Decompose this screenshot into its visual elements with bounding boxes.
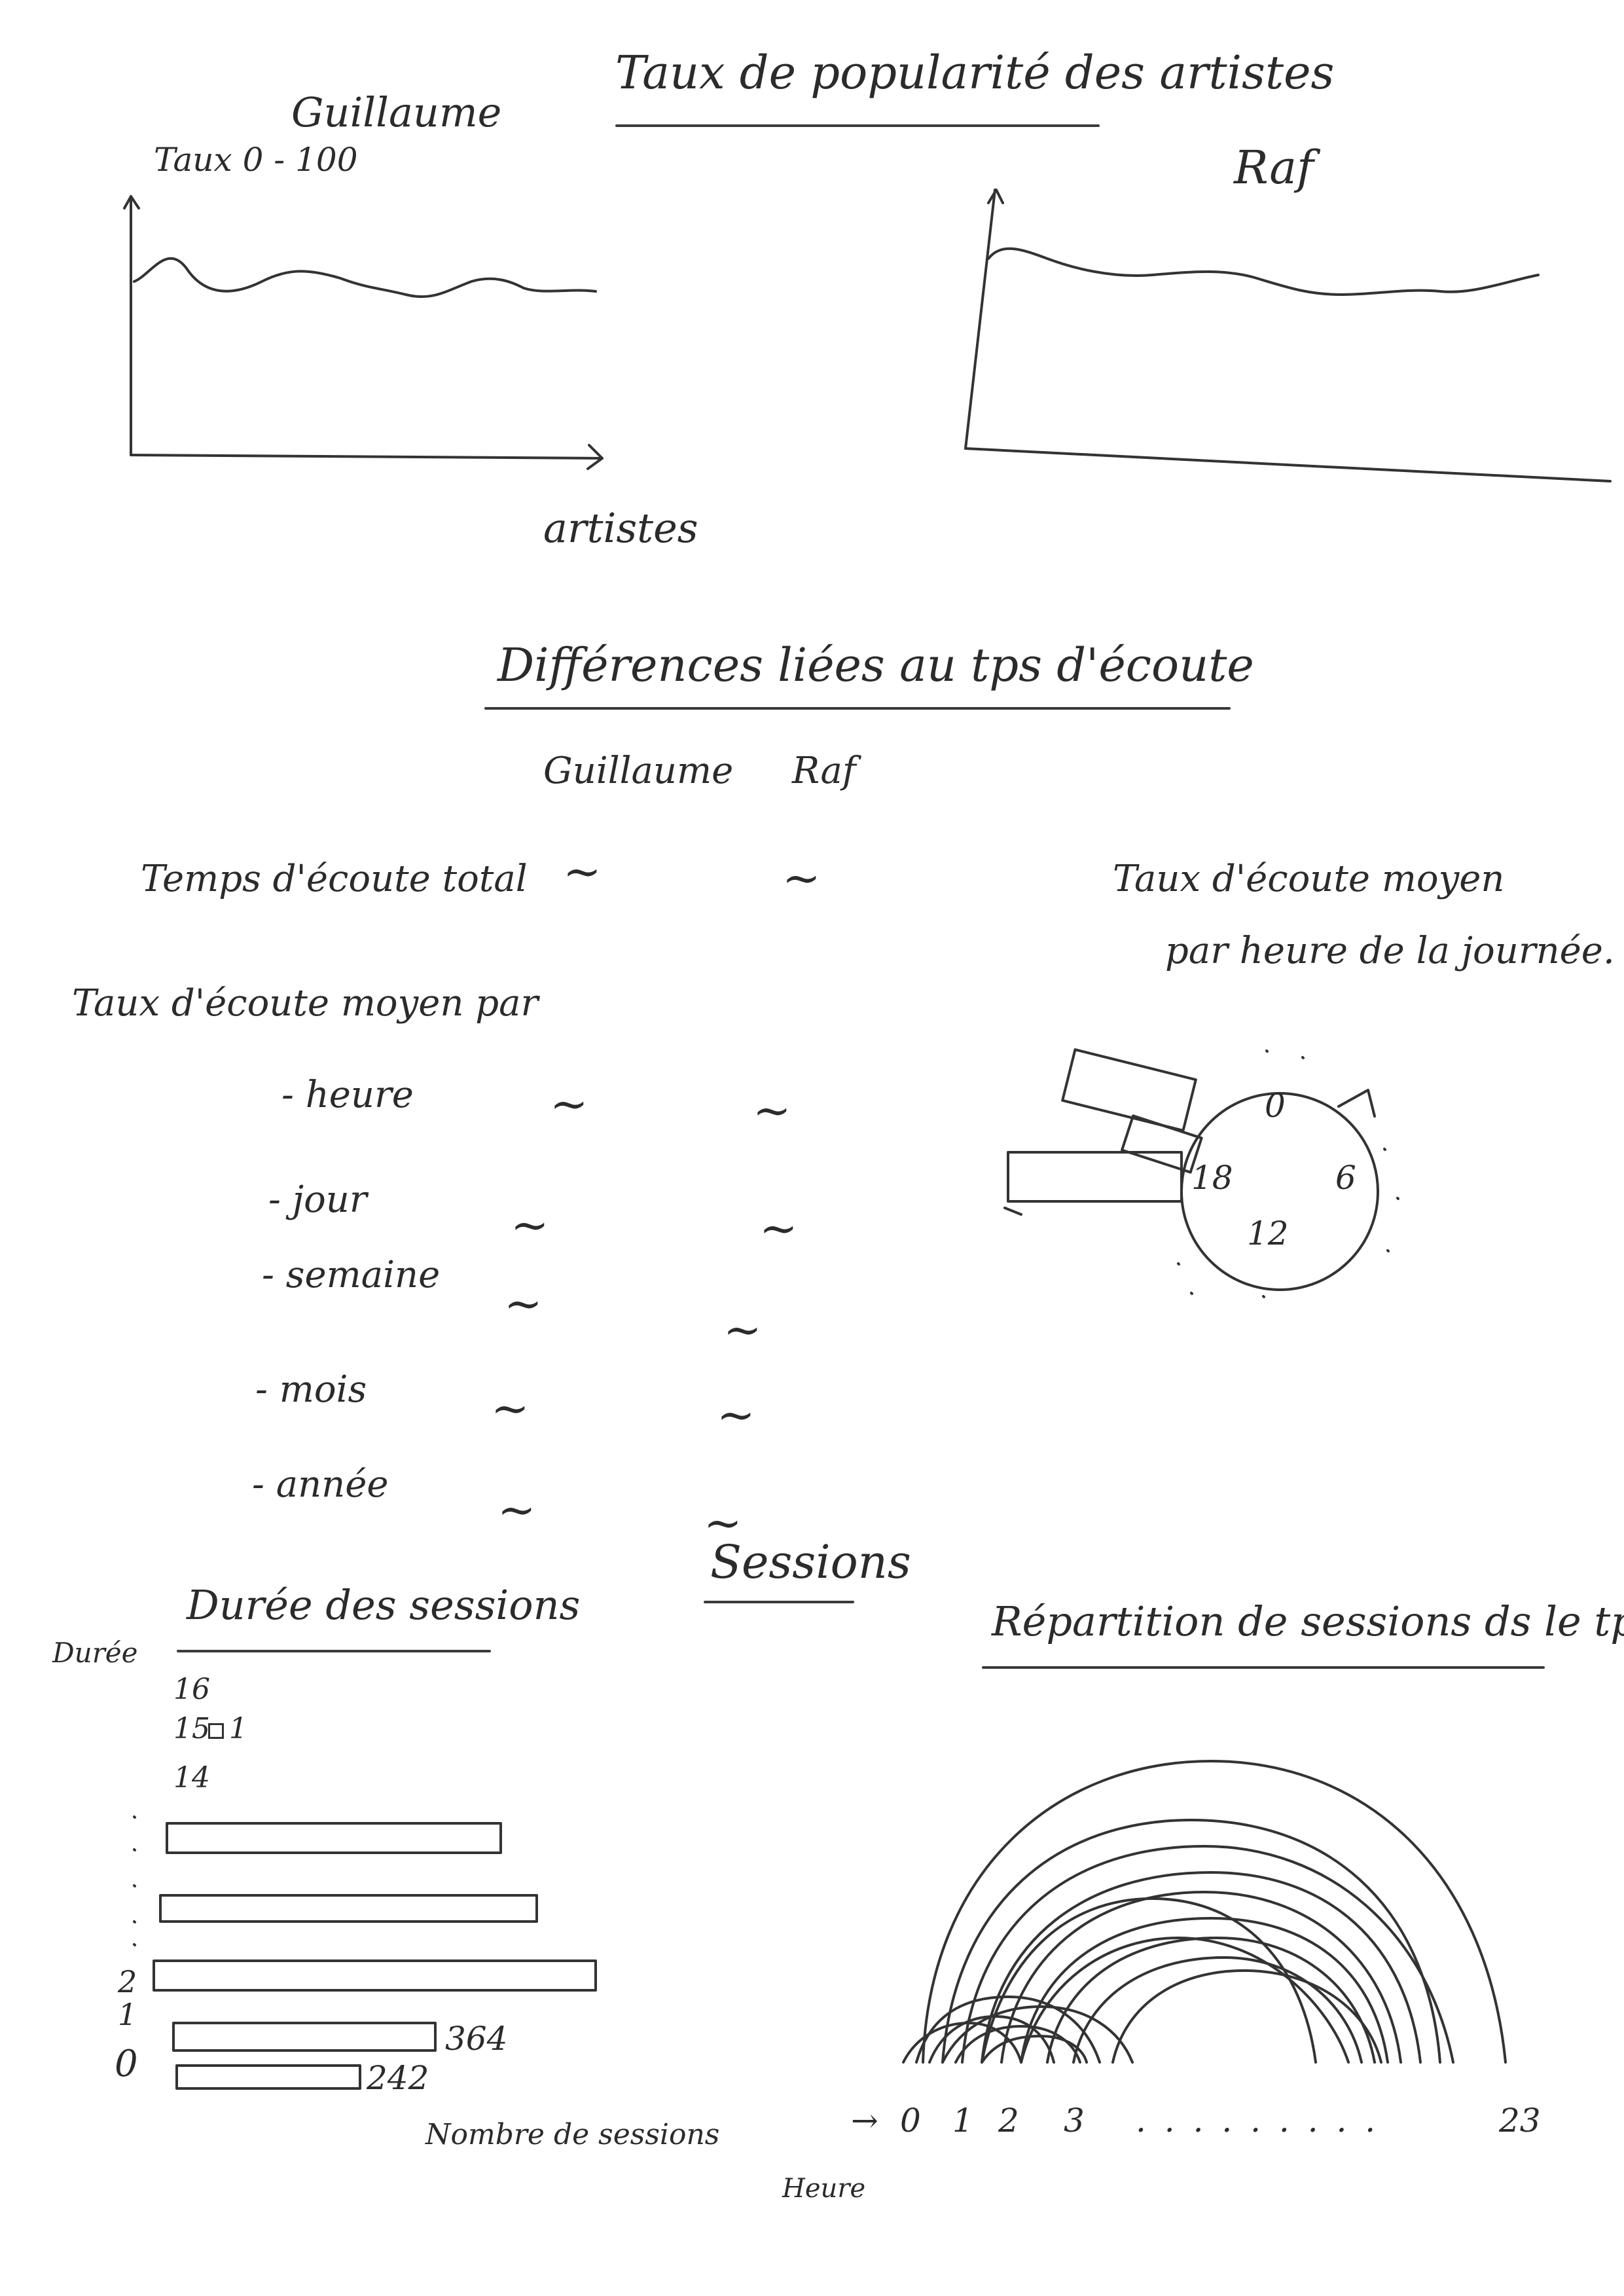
- arc: [1020, 1937, 1350, 2064]
- left-chart-x-axis-label: artistes: [543, 504, 698, 552]
- duration-tick-0: 0: [115, 2043, 138, 2085]
- duration-bar-1-value: 364: [445, 2020, 508, 2058]
- arc: [922, 1760, 1507, 2064]
- sessions-title-underline: [704, 1601, 854, 1603]
- distribution-tick-0: 0: [900, 2102, 921, 2140]
- arc: [1111, 1969, 1382, 2064]
- left-chart-line: [133, 257, 597, 299]
- left-chart-axes: [123, 195, 604, 470]
- row-week-label: - semaine: [262, 1254, 441, 1296]
- left-chart-user-label: Guillaume: [291, 88, 502, 136]
- arc: [902, 2022, 1022, 2064]
- total-listening-user2-value: ~: [782, 851, 821, 905]
- clock-bar-hour-19: [1121, 1114, 1203, 1174]
- duration-tick-2: 2: [118, 1964, 137, 1999]
- duration-tick-15: 15: [173, 1712, 210, 1745]
- row-year-label: - année: [252, 1463, 389, 1506]
- listening-section-title: Différences liées au tps d'écoute: [497, 638, 1254, 692]
- right-chart-user-label: Raf: [1234, 141, 1314, 194]
- arc: [954, 2025, 1081, 2064]
- clock-title-line1: Taux d'écoute moyen: [1113, 858, 1505, 900]
- duration-bar-a: [166, 1822, 502, 1854]
- row-day-label: - jour: [268, 1178, 367, 1221]
- arc: [941, 2005, 1134, 2064]
- duration-tick-14: 14: [173, 1761, 210, 1795]
- distribution-axis-arrow: →: [851, 2102, 878, 2140]
- row-month-user1: ~: [491, 1381, 530, 1435]
- total-listening-label: Temps d'écoute total: [141, 858, 528, 900]
- duration-x-axis-label: Nombre de sessions: [425, 2118, 720, 2151]
- listening-title-underline: [484, 707, 1231, 710]
- distribution-tick-2: 2: [998, 2102, 1019, 2140]
- arc: [928, 2015, 1055, 2064]
- row-year-user2: ~: [704, 1496, 742, 1550]
- row-hour-label: - heure: [281, 1074, 414, 1116]
- right-chart-line: [987, 247, 1540, 296]
- clock-bar-hour-18: [1007, 1151, 1183, 1203]
- popularity-title-underline: [615, 124, 1100, 127]
- listening-col-user-2: Raf: [792, 750, 856, 792]
- arc: [981, 2035, 1088, 2064]
- right-chart-axes: [964, 189, 1612, 483]
- row-day-user2: ~: [759, 1201, 798, 1255]
- row-week-user2: ~: [723, 1303, 762, 1357]
- row-month-label: - mois: [255, 1368, 367, 1411]
- row-week-user1: ~: [504, 1277, 543, 1330]
- arc: [961, 1845, 1454, 2064]
- clock-dots: [1177, 1049, 1399, 1298]
- clock-mark-0: 0: [1265, 1087, 1286, 1125]
- left-chart-y-axis-label: Taux 0 - 100: [154, 141, 358, 179]
- distribution-ellipsis: . . . . . . . . .: [1136, 2102, 1380, 2140]
- arc: [915, 1995, 1101, 2064]
- duration-dots: [133, 1815, 136, 1946]
- popularity-section-title: Taux de popularité des artistes: [615, 46, 1335, 100]
- arc: [1020, 1917, 1389, 2064]
- clock-mark-18: 18: [1191, 1159, 1233, 1197]
- row-year-user1: ~: [497, 1483, 536, 1537]
- clock-mark-6: 6: [1335, 1159, 1356, 1197]
- distribution-tick-1: 1: [952, 2102, 973, 2140]
- arc: [981, 1871, 1422, 2064]
- clock-bar-hour-21: [1061, 1048, 1197, 1132]
- total-listening-user1-value: ~: [563, 845, 602, 898]
- duration-bar-0: [175, 2064, 361, 2090]
- distribution-title-underline: [982, 1666, 1545, 1669]
- listening-col-user-1: Guillaume: [543, 750, 734, 792]
- duration-chart-title: Durée des sessions: [187, 1581, 581, 1629]
- arc: [941, 1819, 1441, 2064]
- clock-bar-hour-1: [1337, 1089, 1376, 1118]
- clock-title-line2: par heure de la journée.: [1165, 930, 1615, 972]
- distribution-chart-title: Répartition de sessions ds le tps: [992, 1597, 1624, 1645]
- row-hour-user1: ~: [550, 1077, 588, 1131]
- arc: [1000, 1891, 1402, 2064]
- distribution-tick-3: 3: [1064, 2102, 1085, 2140]
- duration-y-axis-title: Durée: [52, 1637, 138, 1669]
- row-hour-user2: ~: [753, 1084, 791, 1137]
- distribution-x-axis-label: Heure: [782, 2174, 866, 2204]
- duration-tick-15-value: 1: [229, 1712, 247, 1745]
- duration-tick-16: 16: [173, 1673, 210, 1706]
- sessions-section-title: Sessions: [710, 1535, 911, 1589]
- row-month-user2: ~: [717, 1388, 755, 1442]
- duration-tick-15-box: [208, 1723, 224, 1739]
- row-day-user1: ~: [511, 1198, 549, 1252]
- duration-bar-b: [159, 1894, 538, 1923]
- distribution-tick-23: 23: [1499, 2102, 1541, 2140]
- duration-bar-0-value: 242: [367, 2059, 429, 2097]
- duration-bar-c: [153, 1959, 597, 1992]
- arc: [1072, 1956, 1363, 2064]
- average-listening-label: Taux d'écoute moyen par: [72, 982, 539, 1025]
- duration-tick-1: 1: [118, 1997, 137, 2032]
- duration-title-underline: [177, 1650, 491, 1652]
- arc: [1046, 1937, 1376, 2064]
- clock-mark-12: 12: [1247, 1214, 1289, 1252]
- duration-bar-1: [172, 2022, 437, 2052]
